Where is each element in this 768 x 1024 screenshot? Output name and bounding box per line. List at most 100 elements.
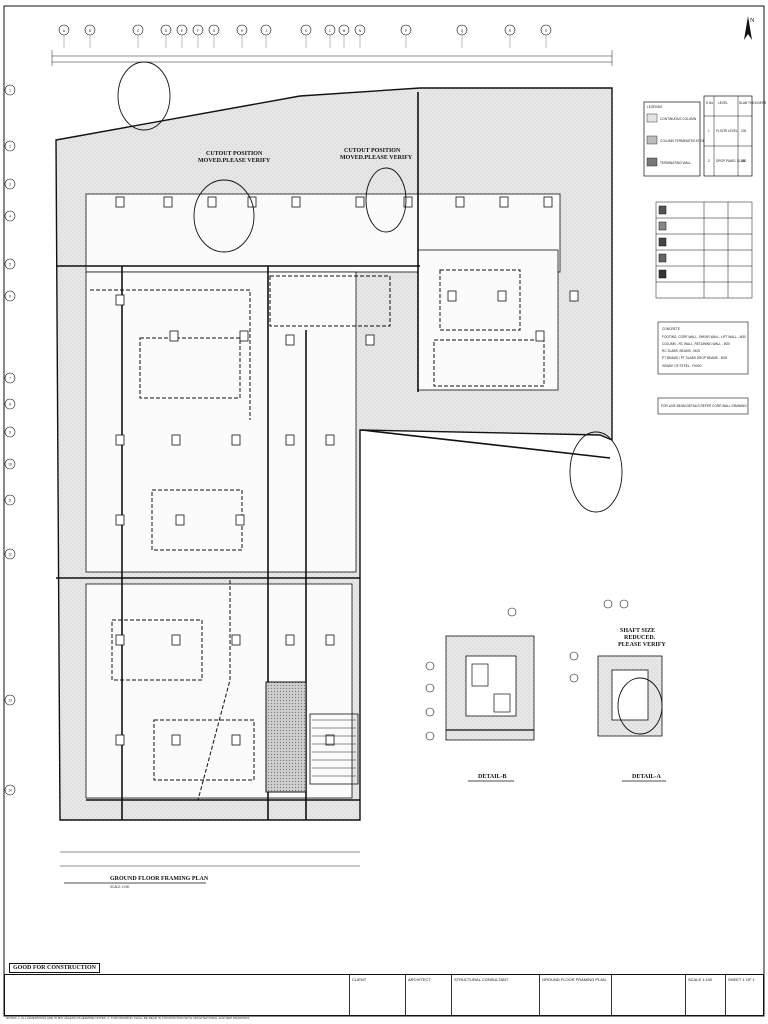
grid-label-B: B: [89, 29, 91, 33]
project-title-cell: GROUND FLOOR FRAMING PLAN: [539, 975, 611, 1015]
beam-lines: [56, 92, 611, 820]
notes-line-4: PT BEAMS / PT SLABS DROP BEAMS - M25: [662, 356, 727, 360]
grid-label-S: S: [545, 29, 547, 33]
legend-box: LEGENDS CONTINUOUS COLUMN COLUMN TERMINA…: [643, 101, 726, 177]
dashed-beams: [90, 269, 545, 801]
title-block: GOOD FOR CONSTRUCTION CLIENT ARCHITECT S…: [4, 963, 764, 1016]
legend-item-1: CONTINUOUS COLUMN: [660, 117, 697, 121]
grid-bubble-row-4: [4, 210, 16, 222]
grid-label-H: H: [241, 29, 244, 33]
construction-stamp: GOOD FOR CONSTRUCTION: [9, 963, 101, 973]
grid-label-R: R: [509, 29, 512, 33]
shaft-note-line2: REDUCED.: [624, 635, 656, 641]
grid-bubble-row-5: [4, 258, 16, 270]
column-8: [455, 196, 465, 208]
logo-cell: [611, 975, 685, 1015]
stair-treads: [309, 713, 359, 785]
column-34: [171, 734, 181, 746]
column-28: [115, 634, 125, 646]
column-21: [171, 434, 181, 446]
detail-a-title: DETAIL-A: [632, 774, 662, 780]
scale-cell: SCALE 1:100: [685, 975, 725, 1015]
plan-scale: SCALE 1:100: [110, 885, 130, 889]
column-14: [285, 334, 295, 346]
line-beam-note-text: FOR LINE BEAM DETAILS REFER CORE WALL DR…: [661, 404, 747, 408]
grid-label-M: M: [343, 29, 346, 33]
level-header-thickness: SLAB THICKNESS: [739, 101, 766, 105]
grid-label-row-9: 9: [9, 431, 11, 435]
cutout-note-1-line2: MOVED.PLEASE VERIFY: [198, 158, 271, 164]
architect-cell: ARCHITECT: [405, 975, 451, 1015]
grid-label-row-10: 10: [8, 463, 12, 467]
sheet-cell: SHEET 1 OF 1: [725, 975, 763, 1015]
column-23: [285, 434, 295, 446]
column-13: [239, 330, 249, 342]
notes-title: CONCRETE: [662, 327, 680, 331]
column-31: [285, 634, 295, 646]
grid-label-row-7: 7: [9, 377, 11, 381]
grid-label-row-13: 13: [8, 699, 12, 703]
grid-label-row-6: 6: [9, 295, 11, 299]
column-37: [325, 734, 335, 746]
column-29: [171, 634, 181, 646]
client-cell: CLIENT: [349, 975, 405, 1015]
grid-bubble-row-10: [4, 458, 16, 470]
grid-label-G: G: [213, 29, 216, 33]
grid-label-A: A: [63, 29, 66, 33]
column-2: [163, 196, 173, 208]
level-row-1-level: FLOOR LEVEL: [716, 129, 738, 133]
grid-label-row-12: 12: [8, 553, 12, 557]
notes-line-5: GRADE OF STEEL - Fe500: [662, 364, 702, 368]
column-20: [115, 434, 125, 446]
grid-label-row-3: 3: [9, 183, 11, 187]
line-beam-note: FOR LINE BEAM DETAILS REFER CORE WALL DR…: [657, 397, 749, 415]
column-33: [115, 734, 125, 746]
column-9: [499, 196, 509, 208]
column-35: [231, 734, 241, 746]
grid-label-L: L: [329, 29, 331, 33]
column-30: [231, 634, 241, 646]
grid-bubble-row-9: [4, 426, 16, 438]
column-3: [207, 196, 217, 208]
plan-title: GROUND FLOOR FRAMING PLAN: [110, 876, 209, 882]
grid-bubble-row-7: [4, 372, 16, 384]
column-1: [115, 196, 125, 208]
legend-item-3: TERMINATING WALL: [660, 161, 691, 165]
cutout-note-1-line1: CUTOUT POSITION: [206, 151, 263, 157]
grid-label-row-14: 14: [8, 789, 12, 793]
grid-label-row-2: 2: [9, 145, 11, 149]
legend-item-2: COLUMN TERMINATES AT GROUND LEVEL: [660, 139, 726, 143]
level-row-1-sno: 1: [708, 129, 710, 133]
column-22: [231, 434, 241, 446]
level-row-2-level: DROP PANEL SLAB: [716, 159, 745, 163]
column-17: [497, 290, 507, 302]
structural-cell: STRUCTURAL CONSULTANT: [451, 975, 539, 1015]
grid-label-row-8: 8: [9, 403, 11, 407]
grid-bubble-row-12: [4, 548, 16, 560]
footer-note: NOTES: 1. ALL DIMENSIONS ARE IN MM UNLES…: [6, 1016, 251, 1020]
column-26: [175, 514, 185, 526]
grid-label-row-5: 5: [9, 263, 11, 267]
notes-line-2: COLUMN - RC WALL, RETAINING WALL - M25: [662, 342, 730, 346]
revision-table: [5, 975, 89, 1015]
grid-label-row-11: 11: [8, 499, 12, 503]
revision-clouds: [117, 61, 623, 513]
grid-label-C: C: [137, 29, 140, 33]
level-row-2-thk: 250: [741, 159, 747, 163]
legend-title: LEGENDS: [647, 105, 662, 109]
grid-label-row-4: 4: [9, 215, 11, 219]
column-18: [535, 330, 545, 342]
column-schedule: [655, 201, 753, 299]
column-19: [569, 290, 579, 302]
grid-bubble-row-11: [4, 494, 16, 506]
grid-bubble-row-14: [4, 784, 16, 796]
column-27: [235, 514, 245, 526]
level-table: S.No LEVEL SLAB THICKNESS 1 FLOOR LEVEL …: [703, 95, 766, 177]
grid-bubble-row-13: [4, 694, 16, 706]
level-row-2-sno: 2: [708, 159, 710, 163]
column-15: [365, 334, 375, 346]
interior-slab-west: [85, 271, 357, 573]
grid-label-F: F: [197, 29, 199, 33]
